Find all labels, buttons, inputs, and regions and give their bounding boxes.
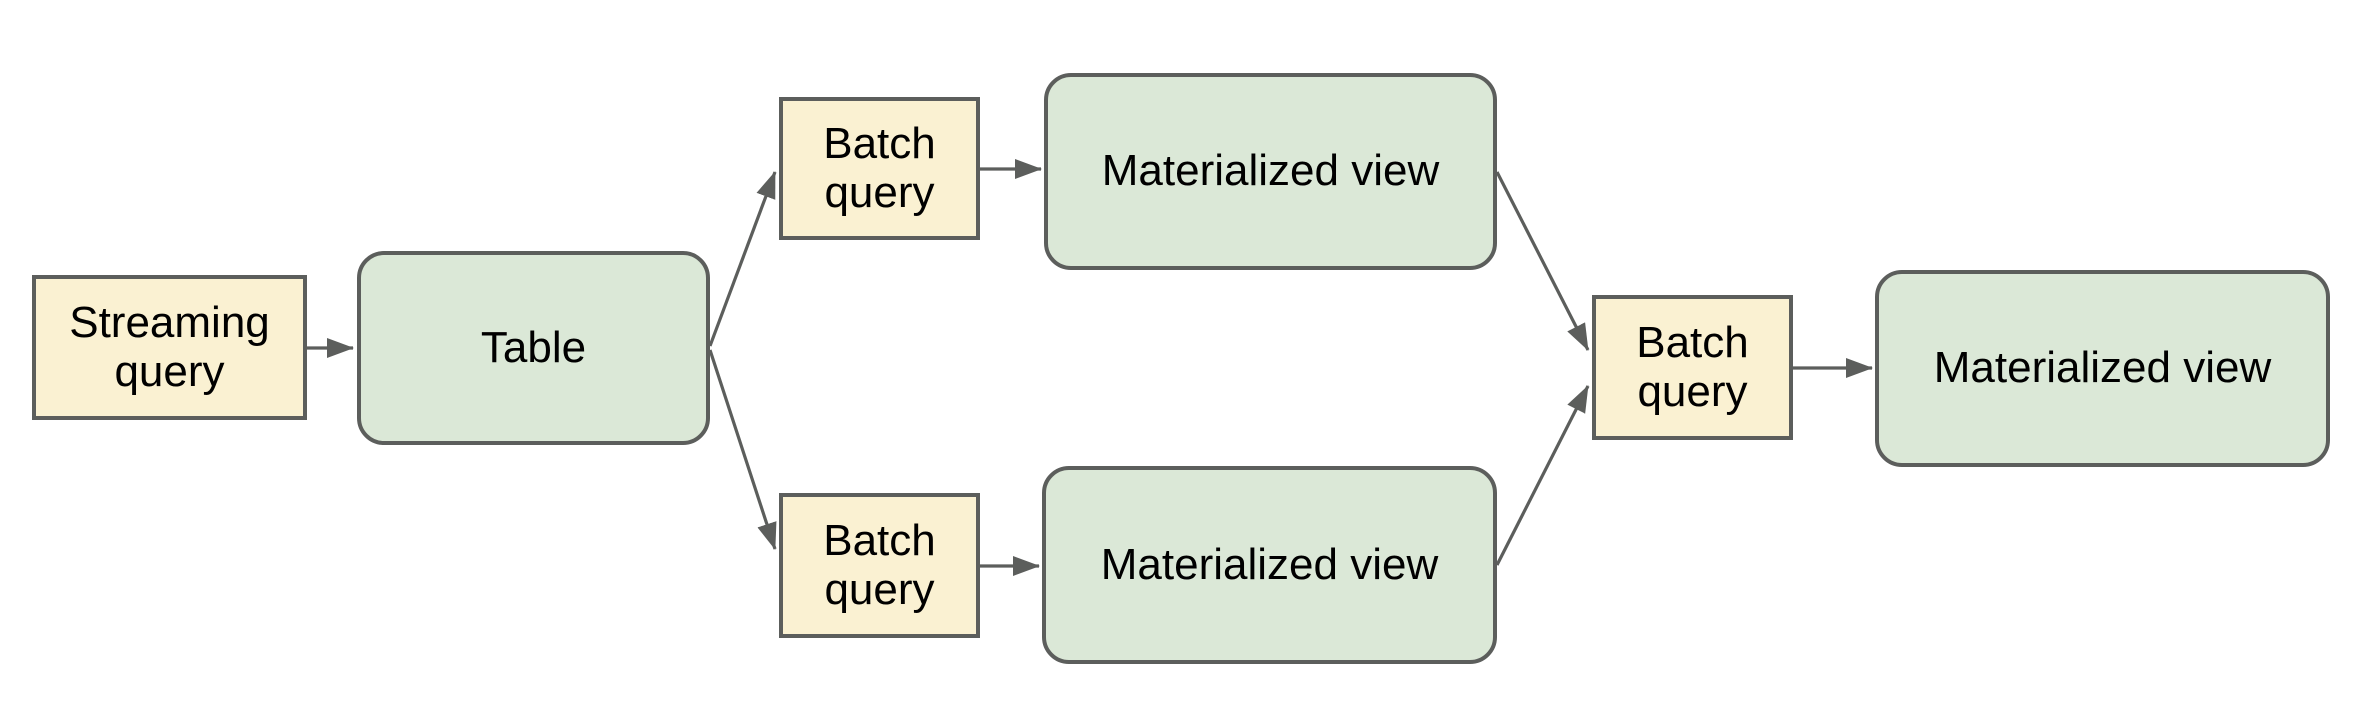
edge-materialized-view-top-to-batch-query-right <box>1495 171 1590 351</box>
node-label: Streaming query <box>69 298 270 396</box>
node-streaming-query: Streaming query <box>32 275 307 420</box>
edge-materialized-view-bottom-to-batch-query-right <box>1495 385 1590 566</box>
node-materialized-view-right: Materialized view <box>1875 270 2330 467</box>
node-label: Batch query <box>823 119 936 217</box>
node-label: Materialized view <box>1101 146 1440 196</box>
node-label: Materialized view <box>1100 539 1439 589</box>
edge-table-to-batch-query-top <box>708 171 777 347</box>
node-table: Table <box>357 251 710 445</box>
node-batch-query-top: Batch query <box>779 97 980 240</box>
node-materialized-view-bottom: Materialized view <box>1042 466 1497 664</box>
node-materialized-view-top: Materialized view <box>1044 73 1497 270</box>
node-label: Batch query <box>1636 318 1749 416</box>
node-label: Batch query <box>823 516 936 614</box>
node-batch-query-bottom: Batch query <box>779 493 980 638</box>
node-label: Table <box>480 322 587 372</box>
edge-table-to-batch-query-bottom <box>708 349 777 550</box>
node-batch-query-right: Batch query <box>1592 295 1793 440</box>
node-label: Materialized view <box>1933 343 2272 393</box>
